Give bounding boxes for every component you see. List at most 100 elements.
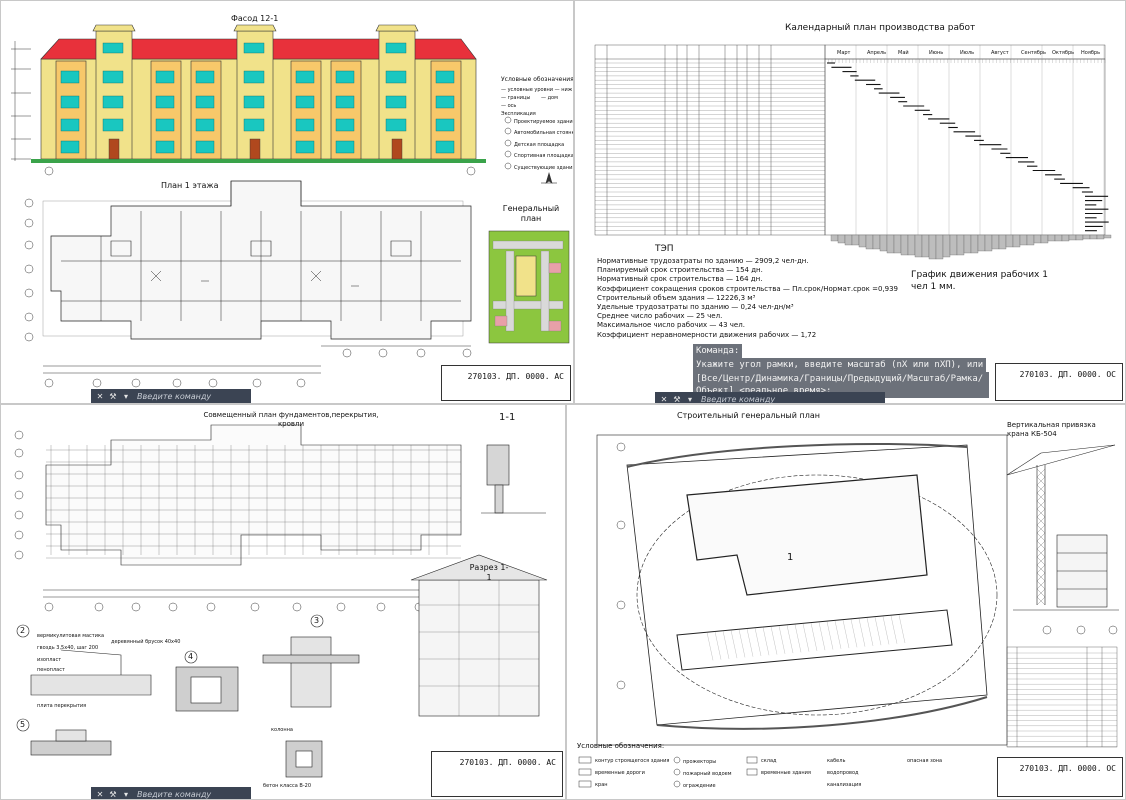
- legend-item: канализация: [827, 782, 862, 788]
- command-prompt: Укажите угол рамки, введите масштаб (nX …: [693, 358, 987, 372]
- legend-item: Экспликация: [501, 111, 536, 117]
- detail-note: вермикулитовая мастика: [37, 633, 105, 639]
- drawing-pane-calendar[interactable]: Календарный план производства работ Март…: [574, 0, 1126, 404]
- close-icon[interactable]: ✕: [96, 789, 104, 799]
- tep-list: Нормативные трудозатраты по зданию — 290…: [597, 257, 898, 340]
- legend-item: — границы: [501, 95, 531, 101]
- legend-item: — условные уровни — ниж: [501, 87, 573, 93]
- wrench-icon[interactable]: ⚒: [673, 394, 681, 404]
- tep-line: Среднее число рабочих — 25 чел.: [597, 312, 723, 321]
- legend-item: временные здания: [761, 770, 811, 776]
- tep-line: Коэффициент сокращения сроков строительс…: [597, 284, 898, 293]
- drawing-code: 270103. ДП. 0000. ОС: [1019, 764, 1116, 773]
- chevron-down-icon[interactable]: ▾: [123, 391, 128, 401]
- tep-line: Нормативные трудозатраты по зданию — 290…: [597, 257, 809, 265]
- month-label: Июль: [960, 50, 975, 56]
- command-input[interactable]: Введите команду: [137, 789, 212, 799]
- site-plan-title: Генеральный план: [502, 204, 560, 223]
- detail-note: колонна: [271, 727, 293, 733]
- month-label: Ноябрь: [1081, 50, 1101, 56]
- drawing-pane-foundation[interactable]: Совмещенный план фундаментов,перекрытия,…: [0, 404, 566, 800]
- legend-item: Детская площадка: [514, 142, 565, 148]
- chevron-down-icon[interactable]: ▾: [123, 789, 128, 799]
- foundation-drawing: [14, 424, 548, 778]
- drawing-pane-facade[interactable]: Фасод 12-1 План 1 этажа Генеральный план…: [0, 0, 574, 404]
- drawing-pane-genplan[interactable]: Строительный генеральный план Вертикальн…: [566, 404, 1126, 800]
- legend-title: Условные обозначения:: [577, 742, 665, 750]
- command-bar[interactable]: ✕ ⚒ ▾ Введите команду: [91, 787, 251, 799]
- tep-line: Планируемый срок строительства — 154 дн.: [597, 266, 763, 275]
- calendar-drawing: [594, 44, 1112, 260]
- drawing-code: 270103. ДП. 0000. АС: [467, 372, 564, 381]
- legend-item: Проектируемое здание: [514, 119, 574, 125]
- title-block: 270103. ДП. 0000. АС: [431, 751, 563, 797]
- legend-item: водопровод: [827, 770, 859, 776]
- facade-drawing: [11, 24, 570, 388]
- legend-item: кран: [595, 782, 608, 788]
- command-input[interactable]: Введите команду: [701, 394, 776, 404]
- tep-line: Максимальное число рабочих — 43 чел.: [597, 321, 745, 330]
- detail-note: бетон класса В-20: [263, 783, 312, 789]
- tep-line: Строительный объем здания — 12226,3 м³: [597, 293, 756, 302]
- facade-title: Фасод 12-1: [231, 14, 279, 23]
- legend-item: Существующие здания: [514, 165, 574, 171]
- command-history-label: Команда:: [693, 344, 743, 358]
- tep-line: Удельные трудозатраты по зданию — 0,24 ч…: [597, 303, 794, 312]
- title-block: 270103. ДП. 0000. ОС: [997, 757, 1123, 797]
- wrench-icon[interactable]: ⚒: [109, 391, 117, 401]
- wrench-icon[interactable]: ⚒: [109, 789, 117, 799]
- command-bar[interactable]: ✕ ⚒ ▾ Введите команду: [91, 389, 251, 403]
- legend-item: Автомобильная стоянка: [514, 130, 574, 136]
- crane-title: Вертикальная привязка крана КБ-504: [1007, 421, 1096, 438]
- legend-item: ограждение: [683, 783, 716, 789]
- command-bar[interactable]: ✕ ⚒ ▾ Введите команду: [655, 392, 885, 404]
- month-label: Апрель: [867, 50, 887, 56]
- month-label: Март: [837, 50, 851, 56]
- node-number: 4: [188, 652, 194, 661]
- title-block: 270103. ДП. 0000. АС: [441, 365, 571, 401]
- node-number: 2: [20, 626, 26, 635]
- detail-note: изопласт: [37, 657, 62, 663]
- legend-item: — ось: [501, 103, 517, 109]
- node-number: 5: [20, 720, 26, 729]
- tep-line: Коэффициент неравномерности движения раб…: [597, 330, 817, 339]
- legend-item: контур строящегося здания: [595, 758, 670, 764]
- foundation-title: Совмещенный план фундаментов,перекрытия,…: [203, 411, 379, 428]
- title-block: 270103. ДП. 0000. ОС: [995, 363, 1123, 401]
- tep-line: Нормативный срок строительства — 164 дн.: [597, 275, 763, 284]
- detail-note: гвоздь 3,5х40, шаг 200: [37, 645, 99, 651]
- legend-item: пожарный водоем: [683, 771, 732, 777]
- legend-item: опасная зона: [907, 758, 943, 764]
- detail-note: пенопласт: [37, 667, 65, 673]
- legend-item: прожекторы: [683, 759, 717, 765]
- floor-plan-title: План 1 этажа: [161, 181, 219, 190]
- detail-note: деревянный брусок 40х40: [111, 639, 181, 645]
- month-label: Сентябрь: [1021, 50, 1046, 56]
- workers-chart-title: График движения рабочих 1 чел 1 мм.: [911, 270, 1048, 292]
- legend-item: временные дороги: [595, 770, 645, 776]
- legend-header: Условные обозначения: [501, 76, 574, 83]
- genplan-title: Строительный генеральный план: [677, 411, 820, 420]
- chevron-down-icon[interactable]: ▾: [687, 394, 692, 404]
- month-label: Июнь: [929, 50, 944, 56]
- node-number: 3: [314, 616, 320, 625]
- legend-item: склад: [761, 758, 777, 764]
- calendar-title: Календарный план производства работ: [785, 23, 976, 33]
- genplan-drawing: [578, 434, 1119, 788]
- cut-title: Разрез 1-1: [469, 563, 509, 582]
- close-icon[interactable]: ✕: [96, 391, 104, 401]
- detail-note: плита перекрытия: [37, 703, 87, 709]
- building-number: 1: [787, 552, 794, 563]
- drawing-code: 270103. ДП. 0000. ОС: [1019, 370, 1116, 379]
- legend-item: Спортивная площадка: [514, 153, 574, 159]
- legend-item: — дом: [541, 95, 558, 101]
- command-input[interactable]: Введите команду: [137, 391, 212, 401]
- month-label: Октябрь: [1052, 50, 1075, 56]
- month-label: Май: [898, 50, 909, 56]
- close-icon[interactable]: ✕: [660, 394, 668, 404]
- tep-title: ТЭП: [655, 244, 674, 254]
- legend-item: кабель: [827, 758, 846, 764]
- month-label: Август: [991, 50, 1009, 56]
- section-label: 1-1: [499, 412, 516, 423]
- drawing-code: 270103. ДП. 0000. АС: [459, 758, 556, 767]
